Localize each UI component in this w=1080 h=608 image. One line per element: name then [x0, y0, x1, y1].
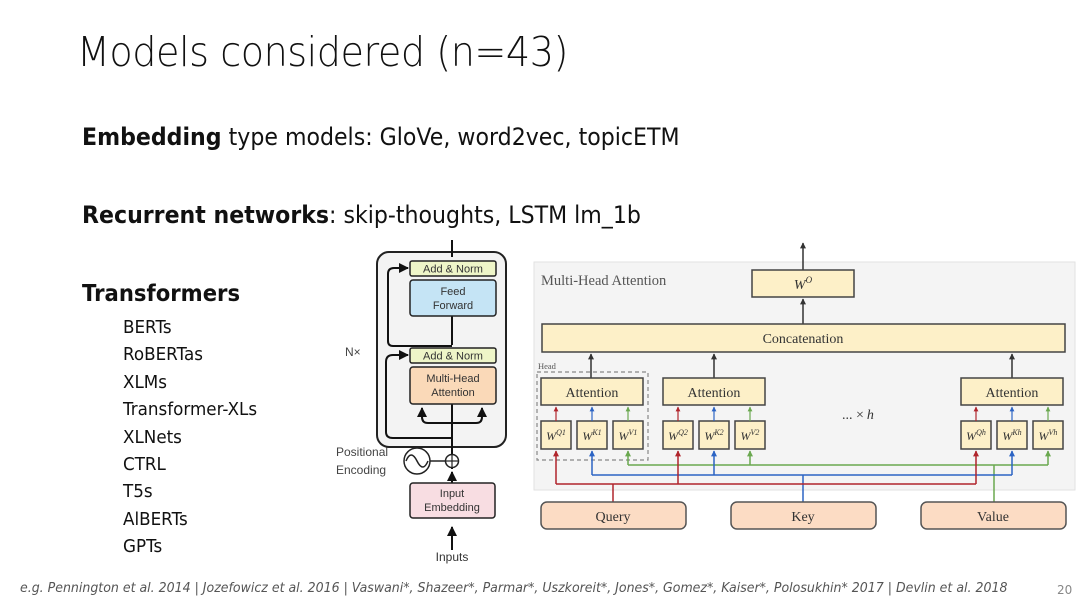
value-label: Value — [977, 510, 1009, 525]
mha-label-2: Attention — [431, 387, 474, 399]
wk-box — [576, 420, 608, 450]
svg-text:WQ1: WQ1 — [546, 428, 566, 443]
add-norm-bottom-box — [409, 347, 497, 364]
heads-ellipsis: ... ×h — [842, 408, 874, 423]
embedding-models-text: type models: GloVe, word2vec, topicETM — [221, 123, 680, 151]
projection-boxes-head-1: WQ1 WK1 WV1 — [540, 420, 644, 450]
transformer-item: BERTs — [123, 317, 172, 338]
transformer-item: CTRL — [123, 453, 166, 475]
input-embedding-box — [409, 482, 496, 519]
input-embedding-label-2: Embedding — [424, 502, 480, 514]
attention-box-head-h — [960, 377, 1064, 406]
svg-text:WQ2: WQ2 — [668, 428, 688, 443]
slide-title: Models considered (n=43) — [77, 28, 568, 76]
mha-panel-title: Multi-Head Attention — [541, 273, 667, 289]
svg-text:WQh: WQh — [966, 428, 986, 443]
wv-box — [1032, 420, 1064, 450]
key-input-box — [730, 501, 877, 530]
positional-label-1: Positional — [336, 445, 388, 459]
transformer-item: AlBERTs — [123, 508, 188, 530]
input-embedding-label-1: Input — [440, 488, 464, 500]
recurrent-models-line: Recurrent networks: skip-thoughts, LSTM … — [82, 201, 641, 229]
embedding-label: Embedding — [82, 123, 222, 151]
svg-text:WKh: WKh — [1002, 428, 1021, 443]
svg-text:WV2: WV2 — [741, 428, 760, 443]
concatenation-box — [541, 323, 1066, 353]
concatenation-label: Concatenation — [763, 332, 844, 347]
value-input-box — [920, 501, 1067, 530]
feed-forward-box — [409, 279, 497, 317]
projection-boxes-head-2: WQ2 WK2 WV2 — [662, 420, 766, 450]
transformer-item: XLNets — [123, 426, 182, 448]
repeat-n-label: N× — [345, 345, 361, 359]
svg-text:WK1: WK1 — [582, 428, 601, 443]
svg-text:WK2: WK2 — [704, 428, 723, 443]
transformer-item: GPTs — [123, 536, 163, 558]
query-input-box — [540, 501, 687, 530]
inputs-label: Inputs — [436, 550, 469, 564]
attention-box-head-2 — [662, 377, 766, 406]
positional-label-2: Encoding — [336, 463, 386, 477]
wv-box — [612, 420, 644, 450]
feed-forward-label-1: Feed — [440, 286, 465, 298]
multi-head-attention-box — [409, 366, 497, 405]
wo-box — [751, 269, 855, 298]
embedding-models-line: Embedding type models: GloVe, word2vec, … — [82, 123, 680, 151]
svg-text:WVh: WVh — [1039, 428, 1058, 443]
attention-box-head-1 — [540, 377, 644, 406]
transformer-item: Transformer-XLs — [123, 399, 258, 421]
multi-head-attention-diagram: Multi-Head Attention WO Concatenation He… — [533, 242, 1076, 530]
wq-box — [540, 420, 572, 450]
transformer-item: XLMs — [123, 371, 167, 393]
head-label: Head — [538, 361, 557, 371]
svg-text:WV1: WV1 — [619, 428, 638, 443]
add-norm-top-label: Add & Norm — [423, 264, 483, 276]
transformer-item: T5s — [123, 481, 153, 503]
transformer-encoder-diagram: Add & Norm Feed Forward N× Add & Norm Mu… — [336, 240, 507, 564]
query-label: Query — [596, 510, 631, 525]
attention-label: Attention — [566, 386, 619, 401]
projection-boxes-head-h: WQh WKh WVh — [960, 420, 1064, 450]
wo-label: WO — [794, 275, 813, 293]
recurrent-label: Recurrent networks — [82, 201, 330, 229]
wq-box — [662, 420, 694, 450]
mha-label-1: Multi-Head — [426, 373, 479, 385]
transformers-list: BERTs RoBERTas XLMs Transformer-XLs XLNe… — [123, 314, 267, 561]
wq-box — [960, 420, 992, 450]
feed-forward-label-2: Forward — [433, 300, 473, 312]
attention-label: Attention — [986, 386, 1039, 401]
recurrent-models-text: : skip-thoughts, LSTM lm_1b — [329, 201, 641, 229]
wk-box — [996, 420, 1028, 450]
citations-footer: e.g. Pennington et al. 2014 | Jozefowicz… — [20, 580, 1008, 596]
add-norm-top-box — [409, 260, 497, 277]
add-norm-bottom-label: Add & Norm — [423, 351, 483, 363]
transformer-item: RoBERTas — [123, 344, 204, 366]
key-label: Key — [791, 510, 814, 525]
page-number: 20 — [1057, 583, 1073, 597]
transformers-heading: Transformers — [82, 281, 241, 307]
attention-label: Attention — [688, 386, 741, 401]
